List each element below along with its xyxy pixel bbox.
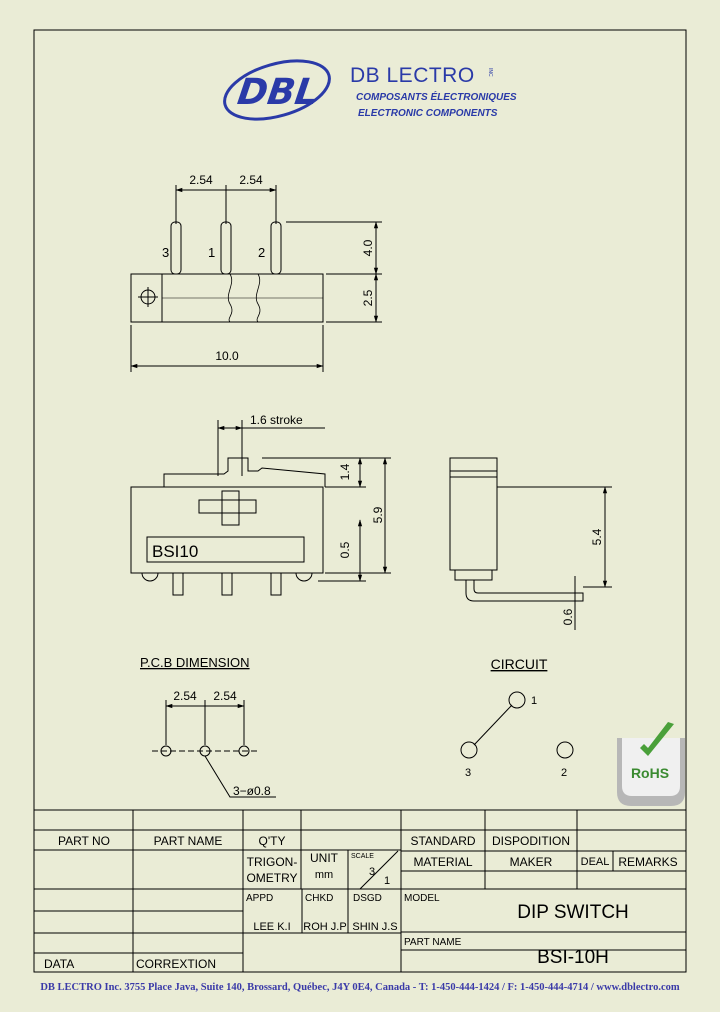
slider [198, 499, 257, 514]
company-footer: DB LECTRO Inc. 3755 Place Java, Suite 14… [40, 982, 680, 993]
circuit-pin-2-label: 2 [561, 767, 567, 779]
tb-scale-num: 3 [369, 866, 375, 878]
circuit-contact [473, 704, 513, 746]
side-pin-height-label: 4.0 [361, 239, 375, 256]
tb-qty: Q'TY [259, 834, 286, 848]
logo-name: DB LECTRO [350, 64, 475, 87]
label-plate [146, 536, 305, 563]
pin-2 [270, 221, 282, 275]
logo-mark: DBL [235, 70, 321, 113]
circuit-diagram [460, 691, 574, 759]
tb-chkd-name: ROH J.P [303, 921, 346, 933]
circuit-pin-1-label: 1 [531, 695, 537, 707]
tb-unit-value: mm [315, 869, 333, 881]
side-pin-label-3: 3 [162, 245, 169, 260]
side-pitch-1: 2.54 [189, 173, 213, 187]
pcb-dimension [152, 700, 276, 798]
model-marking: BSI10 [152, 542, 198, 561]
total-height-label: 5.9 [371, 506, 385, 523]
tb-trig-2: OMETRY [246, 871, 297, 885]
pcb-pitch-1: 2.54 [173, 689, 197, 703]
tb-model-value: DIP SWITCH [517, 902, 629, 923]
side-body-length-label: 10.0 [215, 349, 239, 363]
rohs-label: RoHS [631, 765, 669, 781]
stroke-label: 1.6 stroke [250, 413, 303, 427]
tb-chkd: CHKD [305, 893, 333, 904]
rohs-badge: RoHS [617, 722, 685, 806]
logo-inc: INC [487, 68, 493, 77]
pin-3 [170, 221, 182, 275]
tb-part-name: PART NAME [154, 834, 223, 848]
tb-appd-name: LEE K.I [253, 921, 290, 933]
tb-trig-1: TRIGON- [247, 855, 298, 869]
side-pitch-2: 2.54 [239, 173, 263, 187]
tb-remarks: REMARKS [618, 855, 677, 869]
logo-ellipse [223, 59, 331, 121]
hole-leader [204, 755, 276, 798]
tb-deal: DEAL [581, 856, 610, 868]
pin-1 [220, 221, 232, 275]
sheet-border [33, 29, 687, 973]
pcb-hole-1 [160, 745, 172, 757]
rohs-check-icon [640, 722, 674, 756]
tb-model-label: MODEL [404, 893, 440, 904]
tb-correxion: CORREXTION [136, 957, 216, 971]
tb-scale: SCALE [351, 853, 374, 860]
circuit-pin-3 [460, 741, 478, 759]
end-view [449, 457, 612, 630]
side-view [130, 185, 382, 372]
tb-dsgd: DSGD [353, 893, 382, 904]
standoff-label: 0.5 [338, 541, 352, 558]
circuit-pin-1 [508, 691, 526, 709]
tb-part-no: PART NO [58, 834, 110, 848]
circuit-pin-2 [556, 741, 574, 759]
tb-data: DATA [44, 957, 74, 971]
tb-standard: STANDARD [410, 834, 475, 848]
pcb-hole-3 [238, 745, 250, 757]
tb-part-name-label: PART NAME [404, 937, 462, 948]
side-pin-label-2: 2 [258, 245, 265, 260]
side-pin-label-1: 1 [208, 245, 215, 260]
title-block-grid [34, 809, 686, 972]
circuit-pin-3-label: 3 [465, 767, 471, 779]
tb-appd: APPD [246, 893, 273, 904]
tb-scale-den: 1 [384, 875, 390, 887]
pcb-title: P.C.B DIMENSION [140, 655, 250, 670]
tb-disposition: DISPODITION [492, 834, 570, 848]
pcb-pitch-2: 2.54 [213, 689, 237, 703]
tb-material: MATERIAL [413, 855, 472, 869]
front-view [130, 420, 391, 596]
company-logo: DBL DB LECTRO INC COMPOSANTS ÉLECTRONIQU… [223, 59, 517, 121]
circuit-title: CIRCUIT [491, 656, 548, 672]
pcb-holes-label: 3−ø0.8 [233, 784, 271, 798]
end-height-label: 5.4 [590, 528, 604, 545]
logo-line1: COMPOSANTS ÉLECTRONIQUES [356, 90, 517, 103]
lead-label: 0.6 [561, 608, 575, 625]
side-body-height-label: 2.5 [361, 289, 375, 306]
tb-dsgd-name: SHIN J.S [352, 921, 397, 933]
tb-unit: UNIT [310, 851, 339, 865]
tb-part-name-value: BSI-10H [537, 947, 609, 968]
logo-line2: ELECTRONIC COMPONENTS [358, 108, 498, 119]
tb-maker: MAKER [510, 855, 553, 869]
actuator-height-label: 1.4 [338, 463, 352, 480]
